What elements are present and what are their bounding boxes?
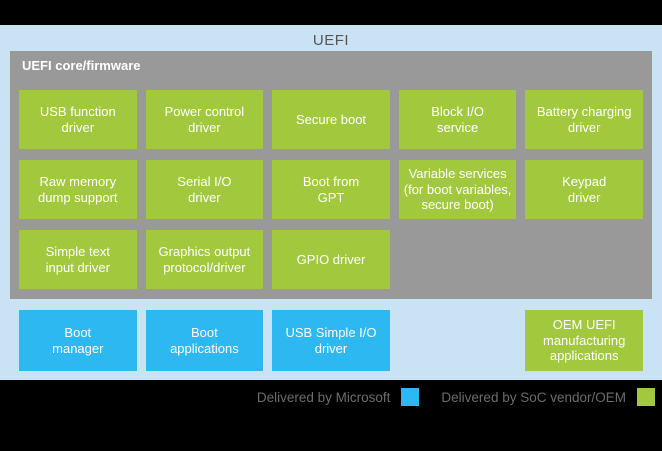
block-boot-manager: Boot manager [19,310,137,371]
legend-item-soc-vendor: Delivered by SoC vendor/OEM [441,388,655,406]
block-boot-applications: Boot applications [145,310,264,371]
block-block-io-service: Block I/O service [398,90,517,149]
uefi-core-firmware-box: UEFI core/firmware USB function driver P… [10,51,652,299]
uefi-panel: UEFI UEFI core/firmware USB function dri… [0,25,662,380]
core-box-label: UEFI core/firmware [22,58,141,73]
block-oem-uefi-manufacturing-applications: OEM UEFI manufacturing applications [525,310,643,371]
block-power-control-driver: Power control driver [145,90,264,149]
diagram-title: UEFI [312,32,350,49]
block-boot-from-gpt: Boot from GPT [272,160,390,219]
block-serial-io-driver: Serial I/O driver [145,160,264,219]
soc-vendor-color-swatch [637,388,655,406]
block-usb-simple-io-driver: USB Simple I/O driver [272,310,390,371]
block-graphics-output-protocol-driver: Graphics output protocol/driver [145,230,264,289]
legend: Delivered by Microsoft Delivered by SoC … [257,388,655,406]
block-battery-charging-driver: Battery charging driver [525,90,643,149]
block-usb-function-driver: USB function driver [19,90,137,149]
microsoft-color-swatch [401,388,420,406]
legend-label-soc-vendor: Delivered by SoC vendor/OEM [441,389,626,405]
block-variable-services: Variable services (for boot variables, s… [398,160,517,219]
core-block-grid: USB function driver Power control driver… [19,90,643,289]
block-secure-boot: Secure boot [272,90,390,149]
legend-item-microsoft: Delivered by Microsoft [257,388,420,406]
legend-label-microsoft: Delivered by Microsoft [256,389,391,405]
block-keypad-driver: Keypad driver [525,160,643,219]
block-gpio-driver: GPIO driver [272,230,390,289]
external-block-row: Boot manager Boot applications USB Simpl… [10,310,652,371]
block-raw-memory-dump-support: Raw memory dump support [19,160,137,219]
block-simple-text-input-driver: Simple text input driver [19,230,137,289]
